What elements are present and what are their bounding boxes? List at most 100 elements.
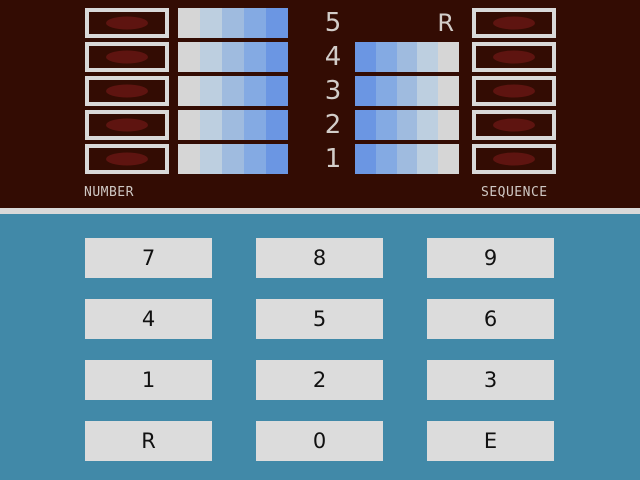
gradient-segment bbox=[222, 144, 244, 174]
gradient-segment bbox=[200, 42, 222, 72]
row-index-label: 5 bbox=[324, 8, 342, 38]
number-column-label: NUMBER bbox=[84, 185, 134, 200]
readout-screen bbox=[89, 46, 165, 68]
sequence-gradient-bar bbox=[355, 144, 459, 174]
gradient-segment bbox=[417, 110, 439, 140]
row-index-label: 3 bbox=[324, 76, 342, 106]
keypad-key-3[interactable]: 3 bbox=[427, 360, 554, 400]
keypad-key-e[interactable]: E bbox=[427, 421, 554, 461]
gradient-segment bbox=[438, 110, 459, 140]
keypad-key-8[interactable]: 8 bbox=[256, 238, 383, 278]
readout-screen bbox=[476, 148, 552, 170]
gradient-segment bbox=[375, 110, 397, 140]
row-index-label: 4 bbox=[324, 42, 342, 72]
readout-blip-icon bbox=[493, 118, 535, 132]
keypad-key-9[interactable]: 9 bbox=[427, 238, 554, 278]
sequence-gradient-bar bbox=[355, 76, 459, 106]
row-index-label: 2 bbox=[324, 110, 342, 140]
keypad-key-7[interactable]: 7 bbox=[85, 238, 212, 278]
gradient-segment bbox=[244, 110, 266, 140]
gradient-segment bbox=[222, 76, 244, 106]
keypad-key-1[interactable]: 1 bbox=[85, 360, 212, 400]
gradient-segment bbox=[396, 76, 418, 106]
number-readout-box bbox=[85, 8, 169, 38]
gradient-segment bbox=[266, 8, 288, 38]
gradient-segment bbox=[244, 76, 266, 106]
sequence-readout-box bbox=[472, 76, 556, 106]
gradient-segment bbox=[396, 110, 418, 140]
readout-screen bbox=[476, 114, 552, 136]
gradient-segment bbox=[375, 76, 397, 106]
sequence-row: 1 bbox=[0, 144, 640, 176]
number-gradient-bar bbox=[178, 8, 288, 38]
gradient-segment bbox=[200, 144, 222, 174]
keypad-key-0[interactable]: 0 bbox=[256, 421, 383, 461]
sequence-readout-box bbox=[472, 110, 556, 140]
number-gradient-bar bbox=[178, 144, 288, 174]
sequence-gradient-bar bbox=[355, 42, 459, 72]
gradient-segment bbox=[200, 110, 222, 140]
gradient-segment bbox=[417, 144, 439, 174]
gradient-segment bbox=[266, 42, 288, 72]
gradient-segment bbox=[438, 76, 459, 106]
readout-screen bbox=[476, 12, 552, 34]
gradient-segment bbox=[266, 144, 288, 174]
gradient-segment bbox=[355, 144, 376, 174]
readout-blip-icon bbox=[493, 152, 535, 166]
readout-blip-icon bbox=[106, 152, 148, 166]
gradient-segment bbox=[417, 76, 439, 106]
readout-blip-icon bbox=[106, 16, 148, 30]
sequence-gradient-bar bbox=[355, 110, 459, 140]
gradient-segment bbox=[178, 8, 200, 38]
gradient-segment bbox=[438, 42, 459, 72]
gradient-segment bbox=[396, 42, 418, 72]
gradient-segment bbox=[178, 144, 200, 174]
row-index-label: 1 bbox=[324, 144, 342, 174]
readout-blip-icon bbox=[106, 84, 148, 98]
gradient-segment bbox=[178, 110, 200, 140]
gradient-segment bbox=[375, 42, 397, 72]
sequence-row: 4 bbox=[0, 42, 640, 74]
keypad-key-6[interactable]: 6 bbox=[427, 299, 554, 339]
gradient-segment bbox=[438, 144, 459, 174]
gradient-segment bbox=[355, 110, 376, 140]
gradient-segment bbox=[178, 42, 200, 72]
number-gradient-bar bbox=[178, 76, 288, 106]
readout-screen bbox=[476, 80, 552, 102]
gradient-segment bbox=[244, 42, 266, 72]
readout-blip-icon bbox=[106, 50, 148, 64]
readout-screen bbox=[476, 46, 552, 68]
gradient-segment bbox=[222, 42, 244, 72]
keypad-key-5[interactable]: 5 bbox=[256, 299, 383, 339]
gradient-segment bbox=[200, 76, 222, 106]
number-readout-box bbox=[85, 76, 169, 106]
gradient-segment bbox=[222, 8, 244, 38]
gradient-segment bbox=[244, 8, 266, 38]
keypad-key-2[interactable]: 2 bbox=[256, 360, 383, 400]
gradient-segment bbox=[178, 76, 200, 106]
number-readout-box bbox=[85, 110, 169, 140]
gradient-segment bbox=[266, 110, 288, 140]
gradient-segment bbox=[266, 76, 288, 106]
number-readout-box bbox=[85, 42, 169, 72]
keypad-key-r[interactable]: R bbox=[85, 421, 212, 461]
sequence-readout-box bbox=[472, 42, 556, 72]
sequence-row: 3 bbox=[0, 76, 640, 108]
keypad-key-4[interactable]: 4 bbox=[85, 299, 212, 339]
sequence-row: 2 bbox=[0, 110, 640, 142]
readout-screen bbox=[89, 80, 165, 102]
gradient-segment bbox=[200, 8, 222, 38]
readout-screen bbox=[89, 114, 165, 136]
gradient-segment bbox=[355, 42, 376, 72]
panel-divider bbox=[0, 208, 640, 214]
gradient-segment bbox=[396, 144, 418, 174]
gradient-segment bbox=[222, 110, 244, 140]
readout-blip-icon bbox=[493, 16, 535, 30]
readout-blip-icon bbox=[493, 84, 535, 98]
gradient-segment bbox=[375, 144, 397, 174]
